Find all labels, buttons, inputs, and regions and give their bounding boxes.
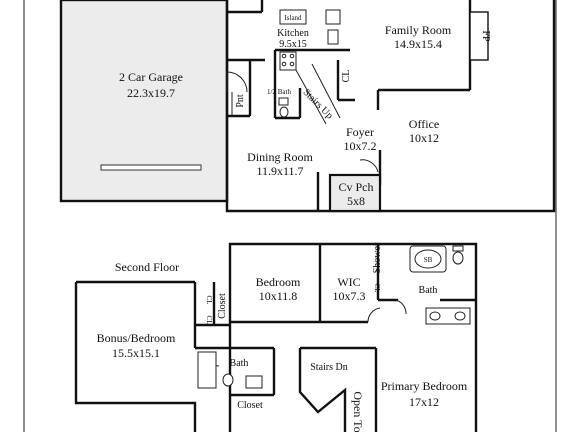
primary-bedroom-dims: 17x12	[409, 395, 439, 409]
pantry-label: Pnt	[235, 94, 246, 108]
bathtub-basin	[414, 249, 442, 269]
hall-sink	[245, 375, 263, 389]
office-name: Office	[409, 117, 439, 131]
hall-bathtub	[197, 351, 217, 389]
half-bath-toilet	[279, 106, 289, 118]
dining-room-name: Dining Room	[247, 150, 313, 164]
wic-cl-label: CL	[373, 284, 381, 293]
range-burner	[281, 53, 287, 59]
double-vanity	[425, 307, 471, 325]
bedroom-name: Bedroom	[256, 275, 301, 289]
closet-label: CL	[341, 70, 352, 83]
hall-toilet	[222, 373, 234, 387]
range-burner	[281, 61, 287, 67]
garage-door-swing	[226, 71, 248, 93]
closet-vertical-label: Closet	[217, 293, 228, 319]
foyer-dims: 10x7.2	[344, 139, 377, 153]
closet-label: Closet	[237, 400, 263, 411]
stair-well	[298, 348, 347, 432]
front-door-swing	[359, 159, 379, 173]
garage-dims: 22.3x19.7	[127, 86, 175, 100]
garage-outline	[59, 0, 229, 203]
range-burner	[289, 53, 295, 59]
shower-label: Shower	[372, 242, 383, 273]
primary-bedroom-name: Primary Bedroom	[381, 379, 468, 393]
bath-door-swing	[395, 299, 407, 315]
bonus-outer-wall	[74, 282, 197, 432]
range-burner	[289, 61, 295, 67]
fireplace-label: FP	[480, 30, 491, 42]
covered-porch	[328, 173, 382, 213]
bathtub-mark: SB	[424, 256, 433, 264]
vanity-sink	[429, 311, 441, 321]
second-floor-heading: Second Floor	[115, 260, 179, 274]
closet-cl-label: CL	[205, 296, 213, 305]
stairs-rail	[295, 69, 327, 125]
wic-name: WIC	[337, 275, 360, 289]
stairs-down-label: Stairs Dn	[310, 362, 348, 373]
dining-room-dims: 11.9x11.7	[256, 164, 303, 178]
kitchen-sink	[325, 9, 341, 25]
first-floor-outer-wall	[225, 0, 556, 213]
closet-cl-label: CL	[205, 316, 213, 325]
half-bath-label: 1/2 Bath	[267, 88, 291, 96]
porch-name: Cv Pch	[338, 180, 373, 194]
wic-door-swing	[367, 307, 381, 323]
upper-outer-wall	[228, 242, 478, 432]
half-bath-sink	[278, 97, 289, 106]
office-dims: 10x12	[409, 131, 439, 145]
open-to-label: Open To	[351, 391, 365, 432]
garage-door	[100, 164, 202, 171]
island-label: Island	[284, 14, 302, 22]
fireplace	[469, 11, 489, 61]
first-floor: FP Island	[59, 0, 556, 213]
kitchen-stove	[327, 29, 339, 45]
stairs-rail	[311, 63, 341, 119]
stairs-up-label: Stairs Up	[301, 87, 335, 121]
kitchen-dims: 9.5x15	[279, 39, 307, 50]
porch-dims: 5x8	[347, 194, 365, 208]
garage-name: 2 Car Garage	[119, 70, 183, 84]
second-floor: Second Floor SB	[74, 242, 478, 432]
wic-dims: 10x7.3	[333, 289, 366, 303]
foyer-name: Foyer	[346, 125, 374, 139]
toilet-tank	[452, 245, 464, 252]
primary-toilet	[452, 251, 464, 265]
family-room-name: Family Room	[385, 23, 452, 37]
hall-bath-label: Bath	[230, 358, 249, 369]
vanity-sink	[454, 311, 466, 321]
primary-bath-label: Bath	[419, 285, 438, 296]
bonus-room-dims: 15.5x15.1	[112, 346, 160, 360]
bedroom-dims: 10x11.8	[259, 289, 298, 303]
bonus-room-name: Bonus/Bedroom	[97, 331, 176, 345]
island	[279, 9, 307, 25]
kitchen-name: Kitchen	[277, 28, 309, 39]
family-room-dims: 14.9x15.4	[394, 37, 442, 51]
